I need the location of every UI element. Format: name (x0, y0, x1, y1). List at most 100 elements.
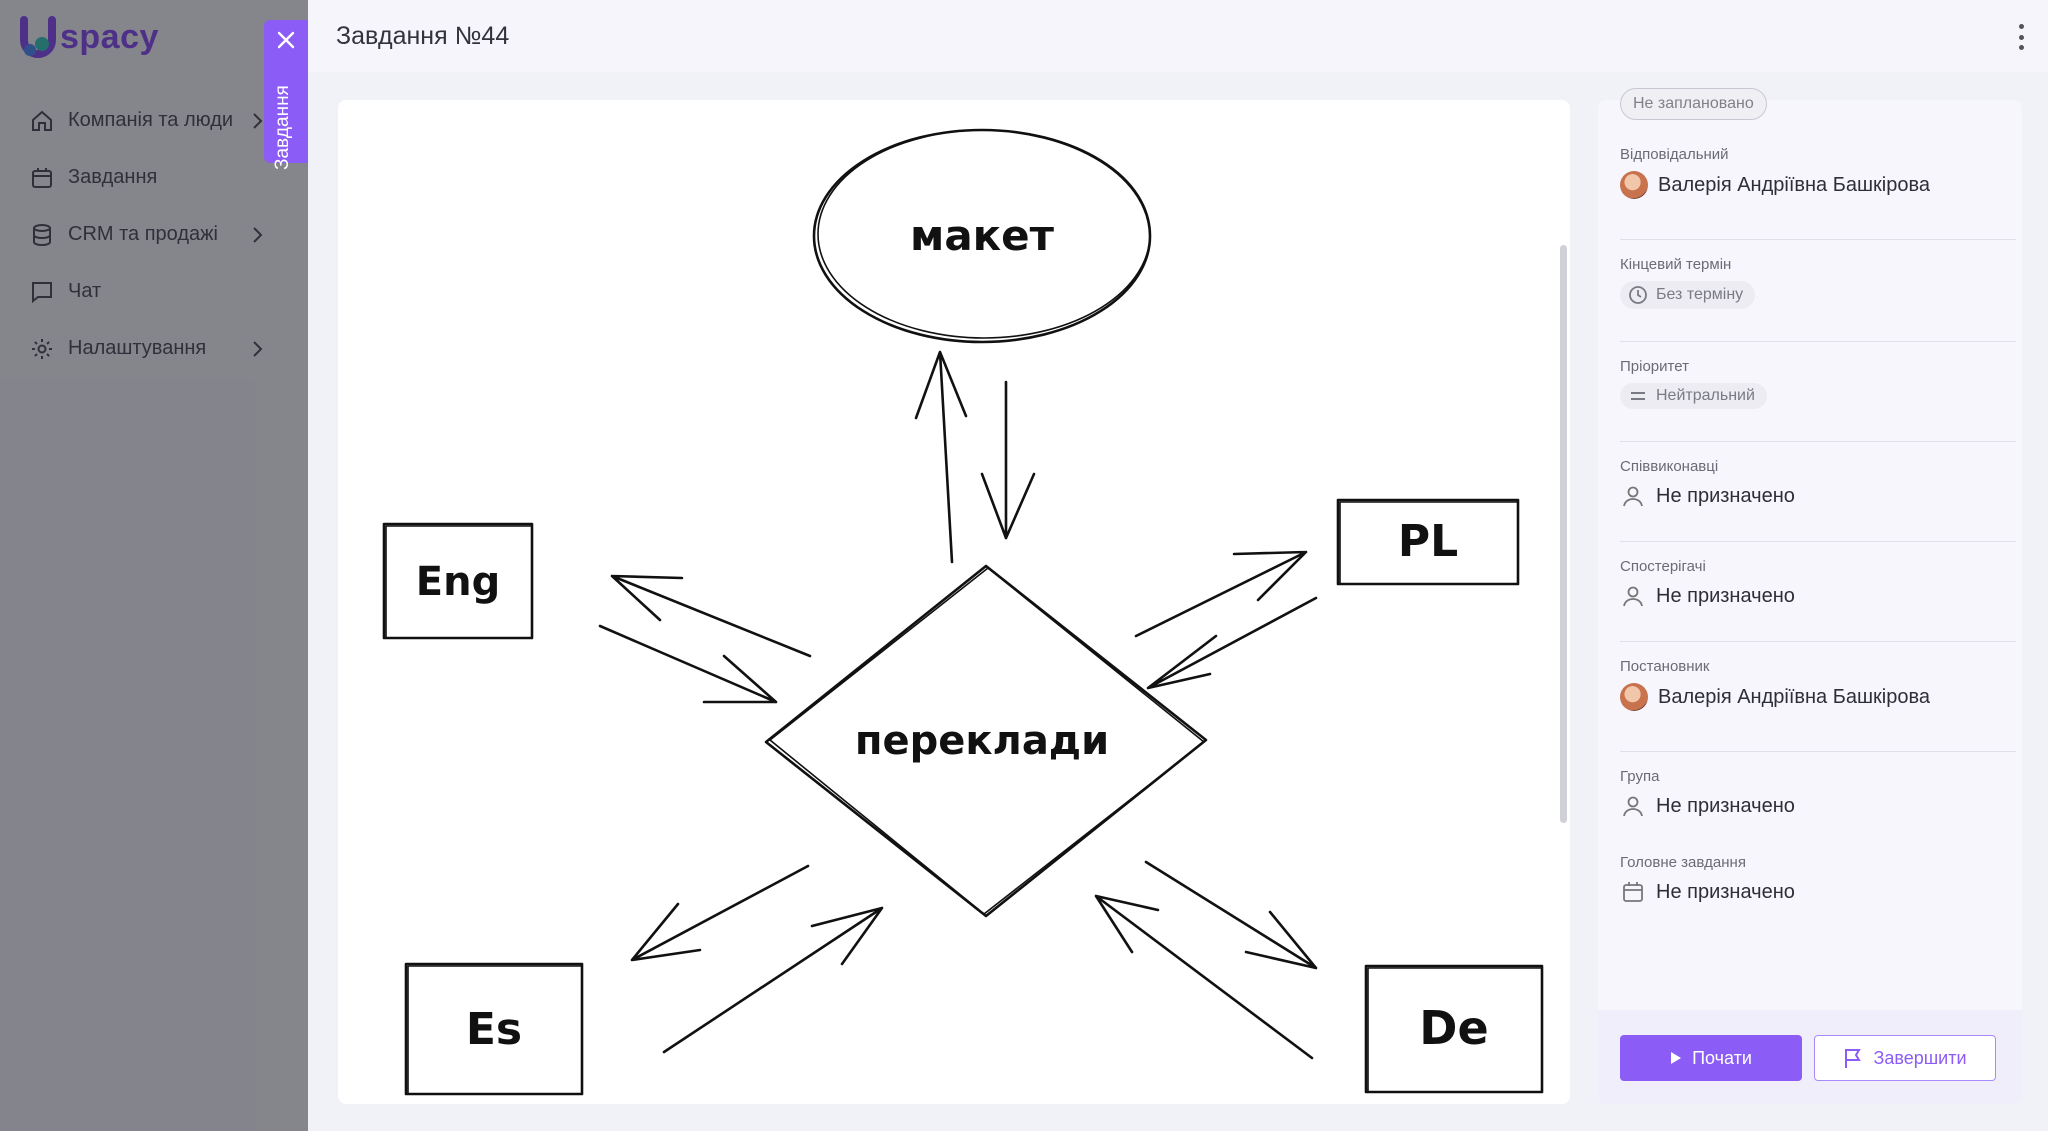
sidebar: spacy Компанія та люди Завдання CRM та п… (0, 0, 308, 1131)
field-group: Група Не призначено (1620, 768, 2016, 838)
group-text: Не призначено (1656, 794, 1795, 817)
field-label: Співвиконавці (1620, 458, 1719, 475)
coexecutors-value[interactable]: Не призначено (1620, 483, 2016, 509)
observers-value[interactable]: Не призначено (1620, 583, 2016, 609)
field-observers: Спостерігачі Не призначено (1620, 558, 2016, 642)
sidebar-item-label: Налаштування (68, 337, 207, 359)
diagram-arrow-from-eng (598, 624, 778, 704)
deadline-pill[interactable]: Без терміну (1620, 281, 1756, 309)
start-button-label: Почати (1692, 1047, 1752, 1068)
diagram-arrow-to-eng (610, 574, 812, 658)
logo-text: spacy (60, 17, 159, 56)
avatar (1620, 683, 1648, 711)
field-responsible: Відповідальний Валерія Андріївна Башкіро… (1620, 146, 2016, 240)
diagram-label-pl: PL (1398, 516, 1458, 567)
play-icon (1670, 1051, 1682, 1065)
task-actions: Почати Завершити (1598, 1010, 2022, 1104)
chat-icon (26, 276, 58, 308)
diagram-arrow-to-de (1144, 860, 1318, 970)
calendar-icon (1620, 879, 1646, 905)
sidebar-item-label: CRM та продажі (68, 223, 218, 245)
task-header: Завдання №44 (308, 0, 2048, 72)
diagram-arrow-to-pl (1134, 550, 1308, 638)
field-label: Пріоритет (1620, 358, 1689, 375)
task-panel: Завдання №44 (308, 0, 2048, 1131)
field-label: Постановник (1620, 658, 1710, 675)
field-label: Головне завдання (1620, 854, 1746, 871)
diagram-box-pl-stroke (1339, 501, 1519, 585)
field-coexecutors: Співвиконавці Не призначено (1620, 458, 2016, 542)
app-logo[interactable]: spacy (18, 16, 159, 58)
diagram-box-de-stroke (1367, 967, 1543, 1093)
sidebar-item-tasks[interactable]: Завдання (0, 149, 308, 206)
diagram-shape-diamond (764, 564, 1208, 918)
responsible-name: Валерія Андріївна Башкірова (1658, 173, 1930, 196)
diagram-box-eng-stroke (385, 525, 533, 639)
task-side-tab[interactable]: Завдання (264, 20, 308, 170)
task-side-tab-label: Завдання (272, 85, 293, 170)
diagram-label-eng: Eng (416, 559, 500, 605)
logo-mark-icon (18, 16, 58, 58)
diagram-label-es: Es (466, 1004, 522, 1055)
user-icon (1620, 793, 1646, 819)
diagram-arrow-up (914, 350, 968, 564)
close-icon[interactable] (276, 30, 296, 50)
sidebar-item-settings[interactable]: Налаштування (0, 320, 308, 377)
canvas-scrollbar[interactable] (1560, 245, 1567, 823)
chevron-right-icon (242, 340, 272, 358)
diagram-drawing: макет переклади Eng PL Es De (382, 128, 1544, 1096)
field-parent-task: Головне завдання Не призначено (1620, 854, 2016, 924)
calendar-icon (26, 162, 58, 194)
field-label: Відповідальний (1620, 146, 1729, 163)
sidebar-item-label: Чат (68, 280, 102, 302)
diagram-arrow-from-de (1094, 894, 1314, 1060)
home-icon (26, 105, 58, 137)
diagram-arrow-from-pl (1146, 596, 1318, 690)
deadline-value: Без терміну (1656, 286, 1744, 303)
creator-name: Валерія Андріївна Башкірова (1658, 685, 1930, 708)
diagram-label-de: De (1419, 1001, 1488, 1055)
diagram-label-center: переклади (855, 718, 1109, 764)
field-priority: Пріоритет Нейтральний (1620, 358, 2016, 442)
user-icon (1620, 583, 1646, 609)
chevron-right-icon (242, 226, 272, 244)
more-options-icon[interactable] (2016, 24, 2026, 50)
diagram-arrow-down (980, 380, 1036, 540)
coexecutors-text: Не призначено (1656, 484, 1795, 507)
whiteboard-canvas[interactable]: макет переклади Eng PL Es De (338, 100, 1570, 1104)
user-icon (1620, 483, 1646, 509)
avatar (1620, 171, 1648, 199)
responsible-value[interactable]: Валерія Андріївна Башкірова (1620, 171, 2016, 199)
diagram-box-es-stroke (407, 965, 583, 1095)
sidebar-item-company[interactable]: Компанія та люди (0, 92, 308, 149)
sidebar-item-label: Компанія та люди (68, 109, 234, 131)
parent-task-text: Не призначено (1656, 880, 1795, 903)
sidebar-item-chat[interactable]: Чат (0, 263, 308, 320)
diagram-arrow-from-es (662, 906, 884, 1054)
diagram-arrow-to-es (630, 864, 810, 962)
observers-text: Не призначено (1656, 584, 1795, 607)
start-button[interactable]: Почати (1620, 1035, 1802, 1081)
field-label: Кінцевий термін (1620, 256, 1732, 273)
diagram-shape-diamond-stroke (769, 567, 1205, 915)
task-details-panel: Не заплановано Відповідальний Валерія Ан… (1598, 88, 2022, 1104)
diagram-label-top: макет (910, 211, 1055, 260)
flag-icon (1843, 1047, 1863, 1069)
clock-icon (1628, 285, 1648, 305)
creator-value[interactable]: Валерія Андріївна Башкірова (1620, 683, 2016, 711)
page-title: Завдання №44 (336, 22, 510, 50)
parent-task-value[interactable]: Не призначено (1620, 879, 2016, 905)
sidebar-item-crm[interactable]: CRM та продажі (0, 206, 308, 263)
group-value[interactable]: Не призначено (1620, 793, 2016, 819)
priority-value: Нейтральний (1656, 387, 1755, 404)
priority-pill[interactable]: Нейтральний (1620, 383, 1767, 409)
diagram-shape-ellipse-stroke (817, 129, 1151, 339)
field-label: Спостерігачі (1620, 558, 1706, 575)
field-label: Група (1620, 768, 1660, 785)
equals-icon (1628, 389, 1648, 403)
status-badge[interactable]: Не заплановано (1620, 88, 1767, 120)
field-creator: Постановник Валерія Андріївна Башкірова (1620, 658, 2016, 752)
finish-button[interactable]: Завершити (1814, 1035, 1996, 1081)
field-deadline: Кінцевий термін Без терміну (1620, 256, 2016, 342)
gear-icon (26, 333, 58, 365)
